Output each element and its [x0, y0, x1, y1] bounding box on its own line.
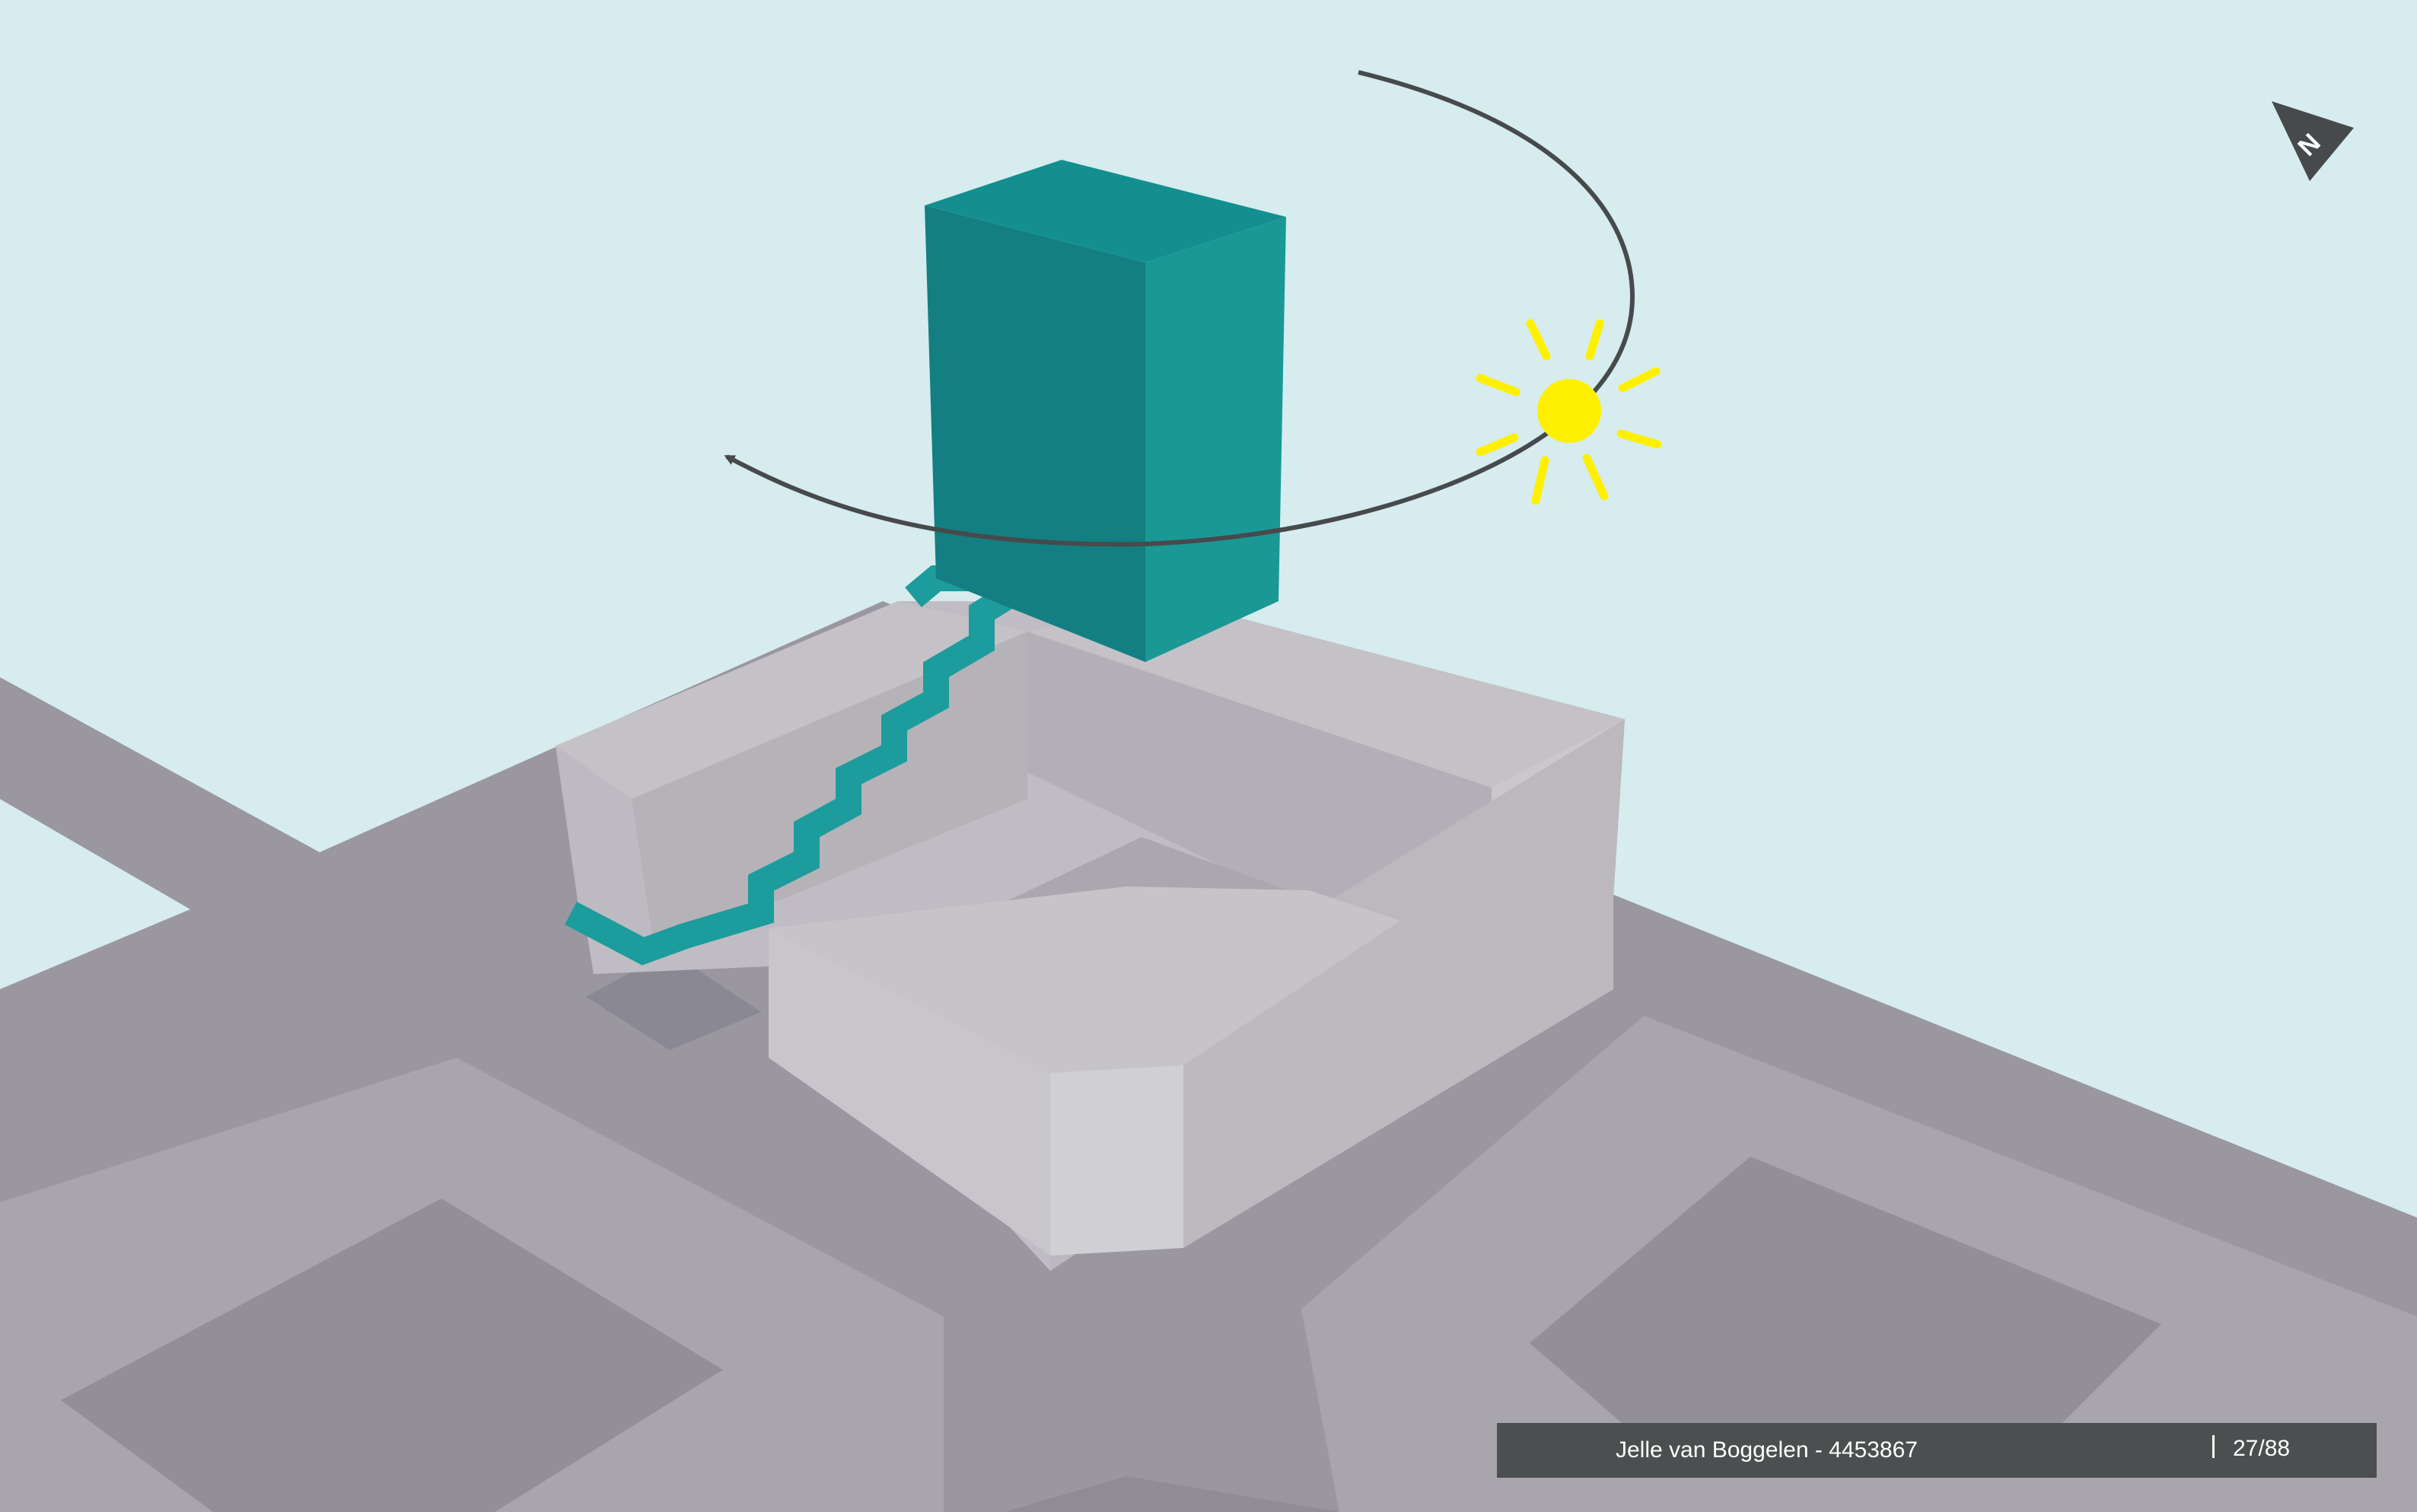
page-footer: Jelle van Boggelen - 4453867 27/88: [1497, 1423, 2377, 1478]
front-block-corner-face: [1050, 1065, 1183, 1256]
footer-divider: [2212, 1435, 2215, 1458]
tower-right-face: [1145, 217, 1286, 662]
page-number: 27/88: [2233, 1436, 2290, 1462]
footer-author: Jelle van Boggelen - 4453867: [1616, 1437, 1918, 1463]
